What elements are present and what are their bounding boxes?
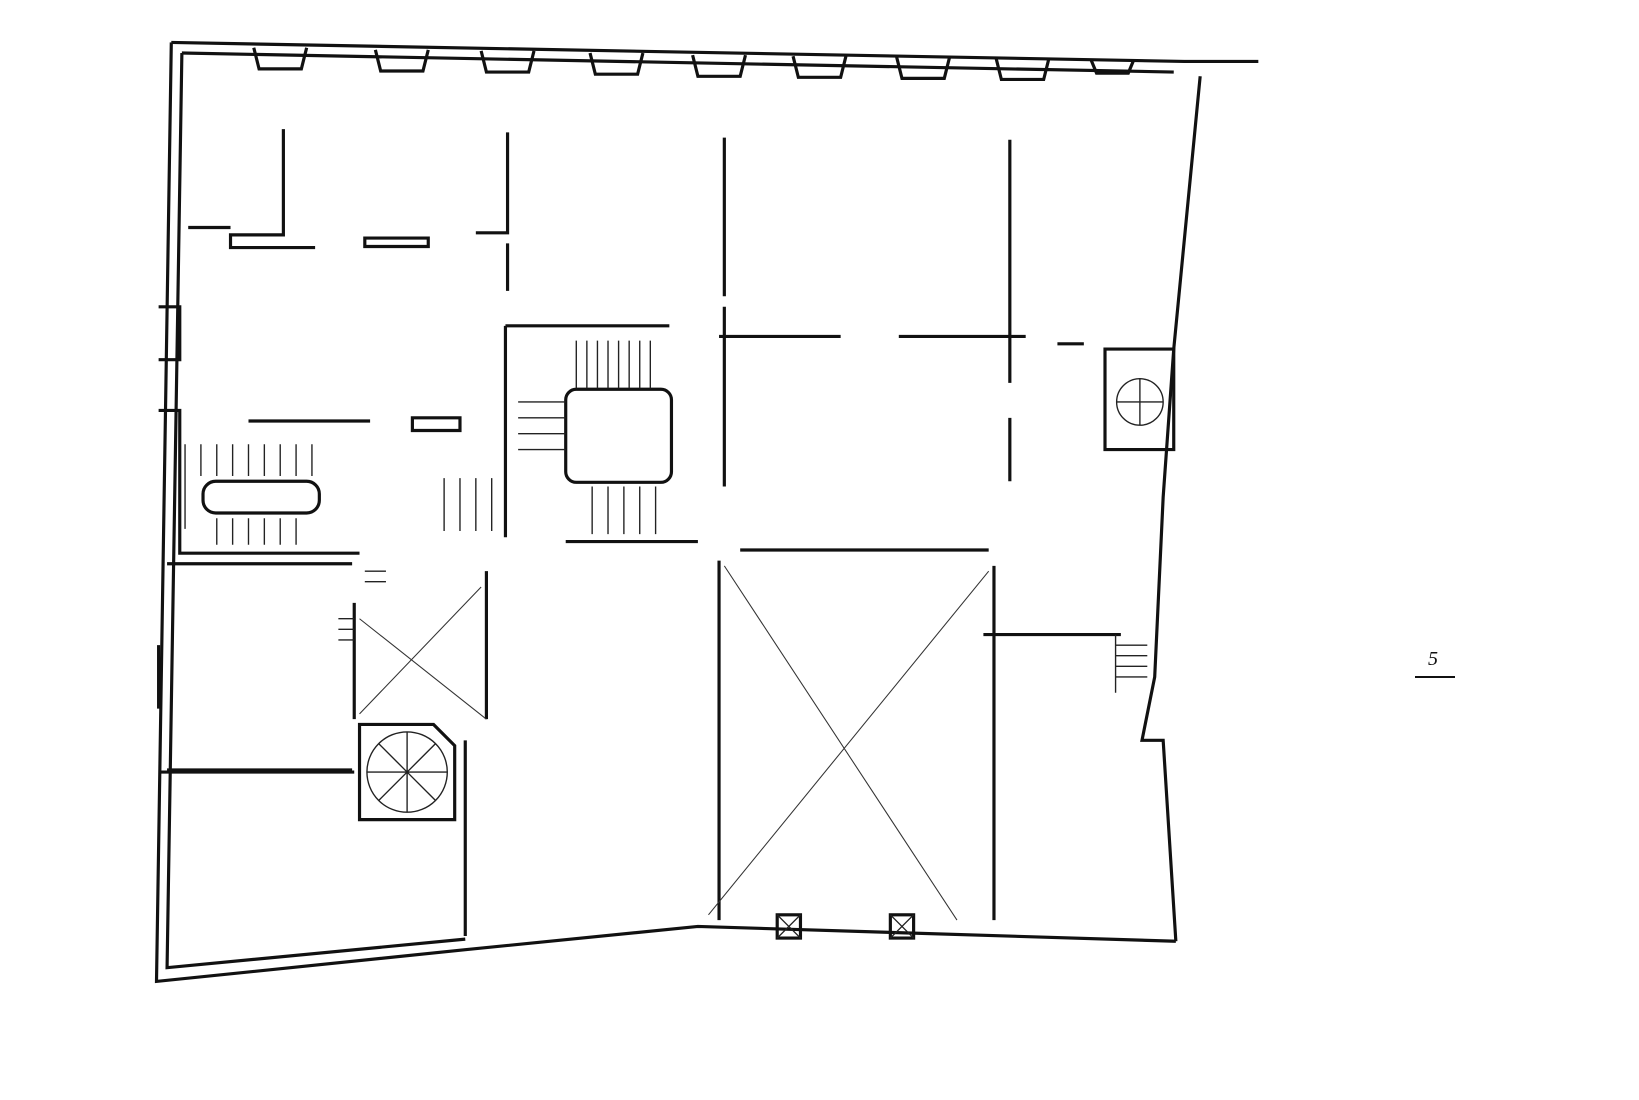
outer-wall (154, 42, 1176, 984)
west-staircase (184, 444, 321, 545)
courtyard (359, 565, 990, 940)
outer-wall (181, 51, 1174, 74)
spiral-staircases (338, 378, 1164, 813)
interior-walls (158, 129, 1176, 936)
sheet-number-underline (1415, 676, 1455, 678)
outer-walls (154, 40, 1259, 984)
outer-wall (165, 52, 466, 970)
window-bays (157, 47, 1136, 709)
courtyard-diagonal (708, 565, 990, 921)
main-staircase (443, 340, 674, 535)
outer-wall (171, 40, 1259, 64)
outer-wall (1140, 76, 1202, 942)
vestibule-diagonal (359, 586, 487, 720)
sheet-number: 5 (1428, 648, 1438, 670)
